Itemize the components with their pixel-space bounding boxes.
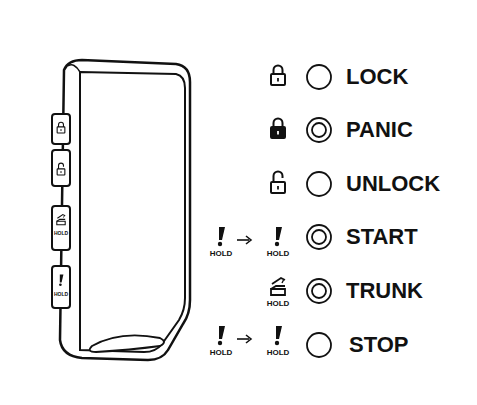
hold-text: HOLD: [54, 292, 68, 297]
indicator: [307, 65, 331, 357]
hold-text: HOLD: [267, 349, 290, 357]
function-name: STOP: [349, 334, 409, 356]
hold-text: HOLD: [210, 349, 233, 357]
function-name: START: [346, 226, 418, 248]
function-name: LOCK: [346, 66, 408, 88]
function-name: PANIC: [346, 119, 413, 141]
key-fob: [52, 60, 190, 360]
hold-text: HOLD: [54, 231, 68, 236]
hold-text: HOLD: [267, 300, 290, 308]
hold-text: HOLD: [267, 250, 290, 258]
function-name: TRUNK: [346, 280, 423, 302]
hold-text: HOLD: [210, 250, 233, 258]
function-name: UNLOCK: [346, 173, 440, 195]
